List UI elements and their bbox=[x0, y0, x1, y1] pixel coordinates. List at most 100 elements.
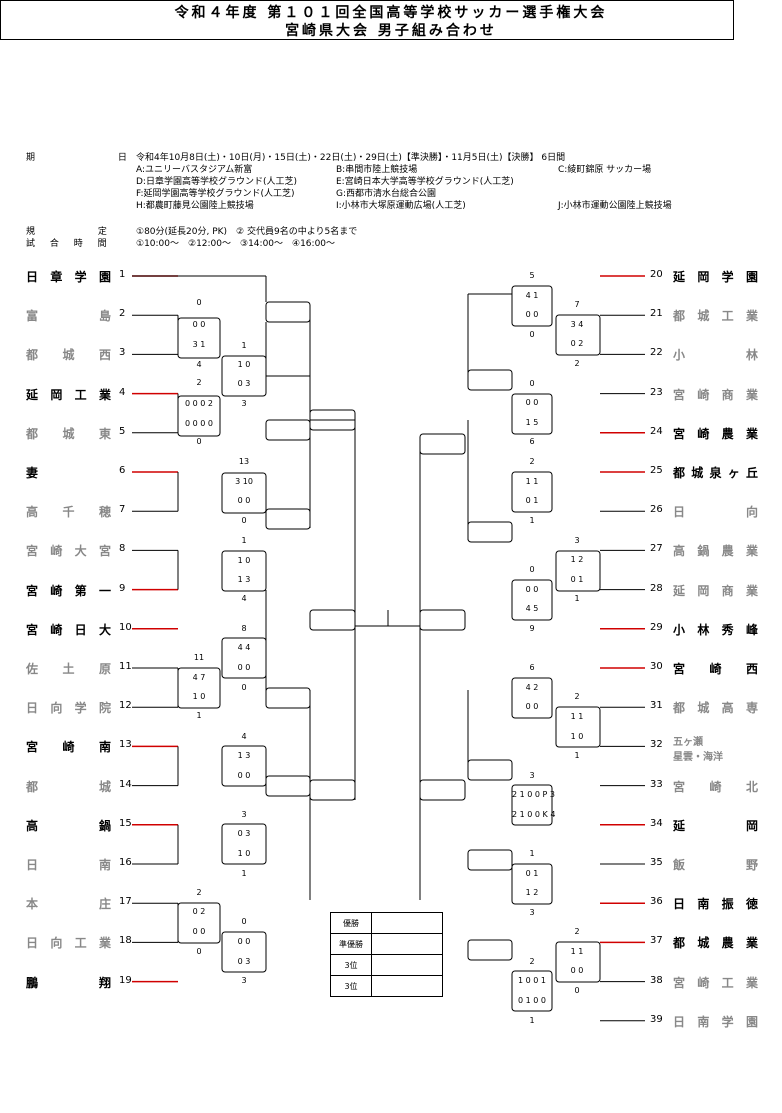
team-number: 36 bbox=[650, 896, 663, 908]
score: 1 0 0 1 bbox=[518, 976, 546, 985]
match-box bbox=[221, 745, 267, 787]
team-number: 32 bbox=[650, 739, 663, 751]
score: 0 0 0 2 bbox=[185, 399, 213, 408]
team-number: 39 bbox=[650, 1013, 663, 1025]
score: 0 0 bbox=[192, 320, 206, 329]
score: 1 0 bbox=[237, 849, 251, 858]
score: 1 0 bbox=[192, 692, 206, 701]
match-box bbox=[555, 550, 601, 592]
score: 0 bbox=[241, 917, 247, 926]
match-box bbox=[221, 637, 267, 679]
score: 4 2 bbox=[525, 683, 539, 692]
match-box bbox=[511, 677, 553, 719]
team-number: 7 bbox=[119, 504, 126, 516]
score: 2 bbox=[196, 378, 202, 387]
team-name: 宮崎北 bbox=[673, 779, 758, 794]
score: 3 10 bbox=[235, 477, 253, 486]
match-box bbox=[265, 687, 311, 709]
score: 6 bbox=[529, 437, 535, 446]
match-box bbox=[221, 355, 267, 397]
team-number: 35 bbox=[650, 857, 663, 868]
team-number: 21 bbox=[650, 308, 663, 320]
score: 1 0 bbox=[237, 360, 251, 369]
score: 0 0 bbox=[237, 937, 251, 946]
match-box bbox=[177, 902, 221, 944]
team-name: 日向 bbox=[673, 505, 758, 520]
time-label: 試 合 時 間 bbox=[26, 239, 113, 249]
score: 0 1 bbox=[525, 869, 539, 878]
score: 0 bbox=[529, 379, 535, 388]
score: 3 bbox=[529, 771, 535, 780]
result-value bbox=[371, 954, 443, 976]
score: 0 bbox=[196, 437, 202, 446]
team-name: 高千穂 bbox=[26, 505, 111, 520]
match-box bbox=[511, 579, 553, 621]
team-name: 宮崎農業 bbox=[673, 426, 758, 441]
match-box bbox=[467, 849, 513, 871]
score: 0 bbox=[529, 330, 535, 339]
score: 1 bbox=[529, 516, 535, 525]
match-box bbox=[265, 508, 311, 530]
match-box bbox=[177, 317, 221, 359]
score: 4 bbox=[241, 594, 247, 603]
match-box bbox=[419, 609, 466, 631]
team-number: 29 bbox=[650, 621, 663, 633]
team-number: 23 bbox=[650, 386, 663, 398]
team-name: 都城工業 bbox=[673, 309, 758, 324]
team-name: 小林秀峰 bbox=[673, 622, 758, 637]
score: 2 bbox=[196, 888, 202, 897]
team-name: 宮崎日大 bbox=[26, 622, 111, 637]
result-rank: 準優勝 bbox=[330, 933, 372, 955]
score: 9 bbox=[529, 624, 535, 633]
match-box bbox=[467, 369, 513, 391]
score: 2 bbox=[529, 457, 535, 466]
team-number: 17 bbox=[119, 896, 132, 908]
result-value bbox=[371, 912, 443, 934]
score: 0 2 bbox=[192, 907, 206, 916]
score: 1 1 bbox=[570, 712, 584, 721]
team-number: 24 bbox=[650, 425, 663, 437]
score: 1 bbox=[574, 594, 580, 603]
score: 1 bbox=[196, 711, 202, 720]
title-line-2: 宮崎県大会 男子組み合わせ bbox=[285, 23, 497, 39]
team-name: 宮崎南 bbox=[26, 740, 111, 755]
team-number: 5 bbox=[119, 425, 126, 437]
score: 4 bbox=[241, 732, 247, 741]
team-number: 11 bbox=[119, 661, 132, 672]
score: 3 4 bbox=[570, 320, 584, 329]
score: 3 1 bbox=[192, 340, 206, 349]
score: 1 bbox=[241, 869, 247, 878]
score: 0 3 bbox=[237, 957, 251, 966]
score: 0 0 bbox=[525, 398, 539, 407]
team-name: 日南振徳 bbox=[673, 897, 758, 912]
team-name: 延岡 bbox=[673, 818, 758, 833]
rules-value: ①80分(延長20分, PK) ② 交代員9名の中より5名まで bbox=[136, 227, 358, 237]
team-name: 宮崎第一 bbox=[26, 583, 111, 598]
score: 1 2 bbox=[525, 888, 539, 897]
match-box bbox=[555, 314, 601, 356]
team-number: 2 bbox=[119, 308, 126, 320]
match-box bbox=[221, 931, 267, 973]
team-number: 1 bbox=[119, 269, 126, 280]
team-number: 30 bbox=[650, 661, 663, 672]
match-box bbox=[467, 759, 513, 781]
score: 4 1 bbox=[525, 291, 539, 300]
score: 7 bbox=[574, 300, 580, 309]
venue-g: G:西都市清水台総合公園 bbox=[336, 189, 437, 199]
match-box bbox=[467, 521, 513, 543]
team-number: 27 bbox=[650, 543, 663, 555]
score: 1 3 bbox=[237, 751, 251, 760]
match-box bbox=[511, 784, 553, 826]
match-box bbox=[309, 779, 356, 801]
score: 2 bbox=[574, 927, 580, 936]
score: 1 bbox=[529, 1016, 535, 1025]
result-rank: 3位 bbox=[330, 975, 372, 997]
score: 0 0 bbox=[237, 496, 251, 505]
score: 2 bbox=[574, 692, 580, 701]
match-box bbox=[511, 970, 553, 1012]
score: 0 0 bbox=[525, 702, 539, 711]
score: 0 0 bbox=[192, 927, 206, 936]
team-name: 都城西 bbox=[26, 348, 111, 363]
match-box bbox=[265, 775, 311, 797]
